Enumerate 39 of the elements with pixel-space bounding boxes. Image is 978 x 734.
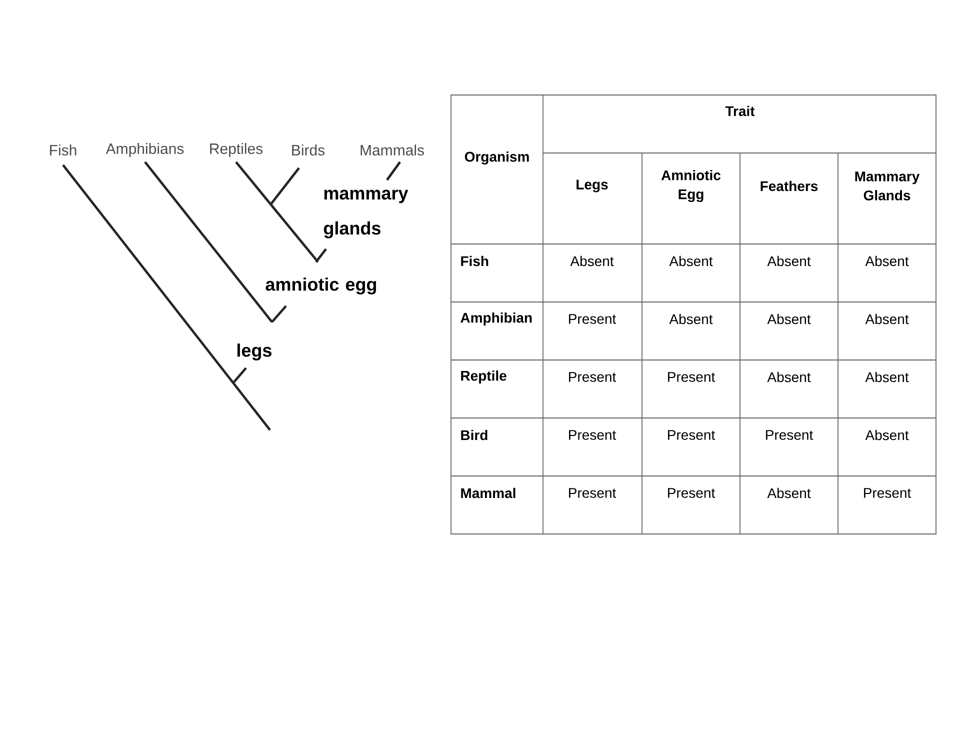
row-header: Fish <box>461 256 488 266</box>
table-cell: Present <box>864 488 912 498</box>
row-header: Reptile <box>461 370 506 384</box>
row-header: Amphibian <box>460 312 532 326</box>
table-cell: Absent <box>767 372 811 382</box>
column-header: Feathers <box>760 180 818 192</box>
trait-label: mammary glands <box>324 190 408 238</box>
table-cell: Present <box>766 430 814 440</box>
table-cell: Present <box>569 488 616 498</box>
table-cell: Present <box>569 372 616 382</box>
column-header: Organism <box>464 151 529 165</box>
table-cell: Present <box>569 430 616 440</box>
table-cell: Absent <box>865 256 909 266</box>
taxon-label: Mammals <box>360 144 424 156</box>
table-cell: Absent <box>767 488 811 498</box>
taxon-label: Reptiles <box>210 143 263 157</box>
table-cell: Absent <box>570 256 614 266</box>
column-header: Legs <box>576 180 608 192</box>
table-cell: Absent <box>767 314 811 324</box>
taxon-label: Amphibians <box>106 143 184 157</box>
trait-label: amniotic egg <box>266 278 376 294</box>
table-cell: Present <box>668 372 716 382</box>
table-cell: Present <box>569 314 616 324</box>
table-cell: Absent <box>865 372 909 382</box>
trait-label: legs <box>237 344 272 360</box>
table-cell: Absent <box>767 256 811 266</box>
column-header: Mammary Glands <box>855 172 920 200</box>
table-cell: Absent <box>865 430 909 440</box>
taxon-label: Birds <box>292 144 325 156</box>
table-cell: Absent <box>669 314 713 324</box>
table-cell: Absent <box>865 314 909 324</box>
row-header: Bird <box>461 430 488 440</box>
column-header: Amniotic Egg <box>661 170 721 202</box>
table-cell: Absent <box>669 256 713 266</box>
row-header: Mammal <box>461 488 516 498</box>
column-header: Trait <box>725 106 755 116</box>
table-cell: Present <box>668 430 716 440</box>
table-cell: Present <box>668 488 716 498</box>
taxon-label: Fish <box>50 144 76 156</box>
